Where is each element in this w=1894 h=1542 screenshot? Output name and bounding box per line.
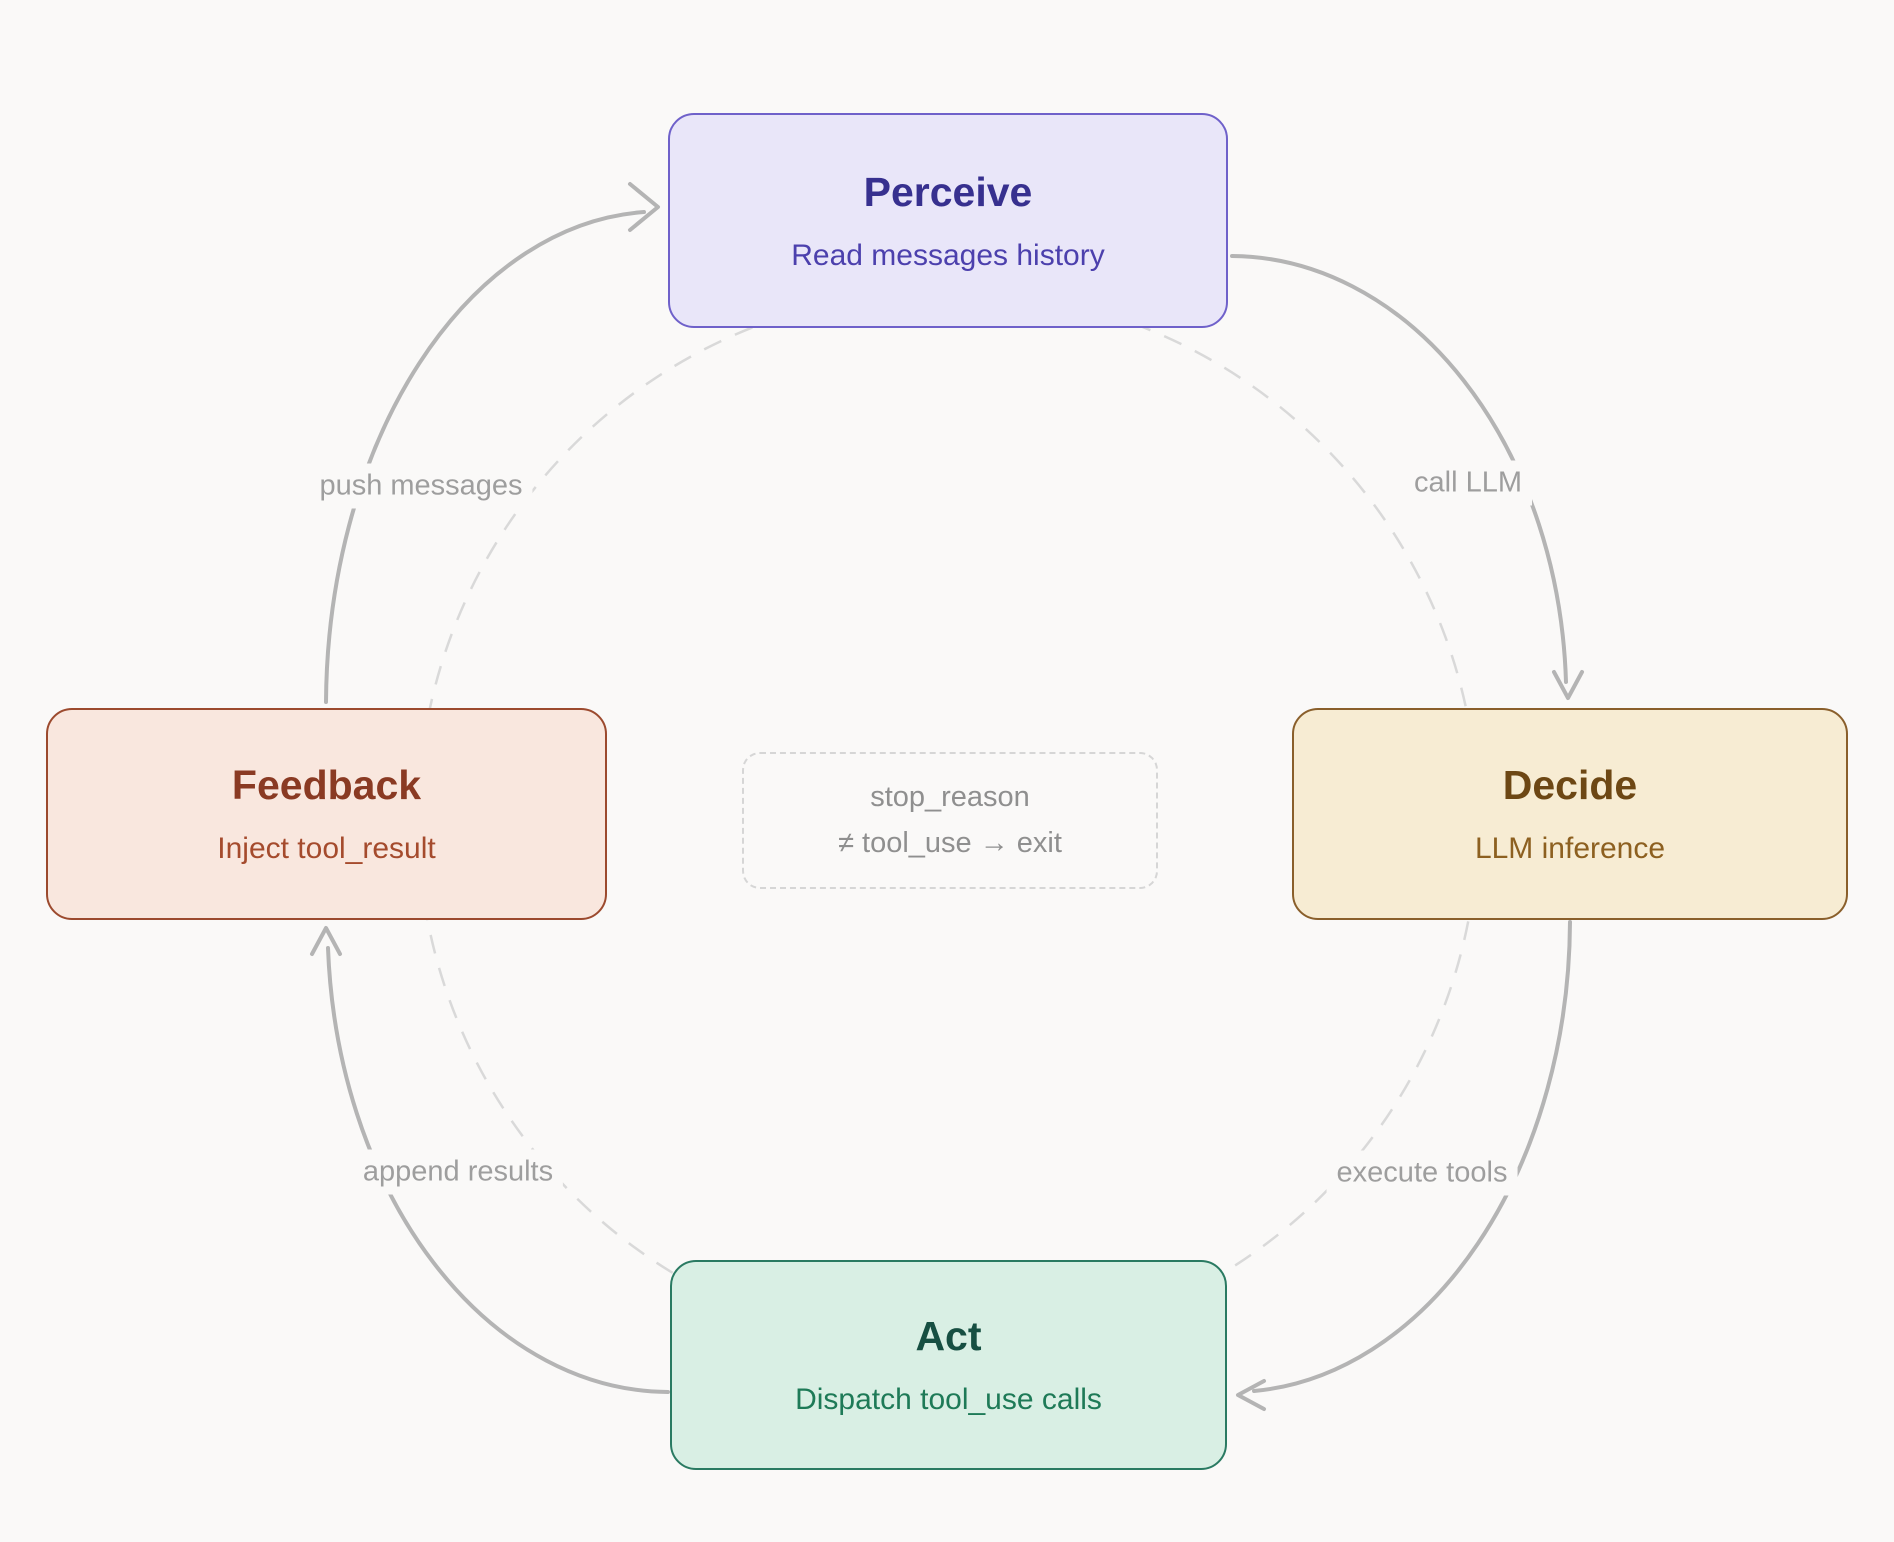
node-feedback: Feedback Inject tool_result [46, 708, 607, 920]
node-subtitle: Read messages history [791, 238, 1105, 272]
exit-condition-box: stop_reason ≠ tool_use → exit [742, 752, 1158, 889]
arrow-perceive-to-decide [1230, 254, 1568, 684]
arrow-decide-to-act [1252, 920, 1572, 1393]
edge-label-call-llm: call LLM [1404, 460, 1532, 506]
exit-condition-line1: stop_reason [870, 781, 1030, 813]
node-perceive: Perceive Read messages history [668, 113, 1228, 328]
node-subtitle: Dispatch tool_use calls [795, 1383, 1102, 1416]
edge-label-push-messages: push messages [309, 463, 533, 509]
exit-condition-line2: ≠ tool_use → exit [838, 827, 1062, 859]
node-title: Perceive [863, 168, 1033, 215]
arrow-act-to-feedback [326, 946, 670, 1394]
arrowhead-into-feedback [310, 926, 342, 956]
arrowhead-into-perceive [628, 182, 660, 232]
edge-label-execute-tools: execute tools [1326, 1150, 1518, 1196]
node-subtitle: LLM inference [1474, 832, 1666, 865]
node-title: Act [915, 1313, 982, 1359]
arrow-feedback-to-perceive [324, 210, 646, 704]
node-subtitle: Inject tool_result [217, 832, 436, 865]
arrowhead-into-decide [1552, 670, 1584, 700]
node-act: Act Dispatch tool_use calls [670, 1260, 1227, 1470]
node-decide: Decide LLM inference [1292, 708, 1848, 920]
node-title: Feedback [231, 762, 422, 808]
arrowhead-into-act [1236, 1379, 1266, 1411]
edge-label-append-results: append results [352, 1149, 564, 1195]
node-title: Decide [1502, 762, 1638, 808]
